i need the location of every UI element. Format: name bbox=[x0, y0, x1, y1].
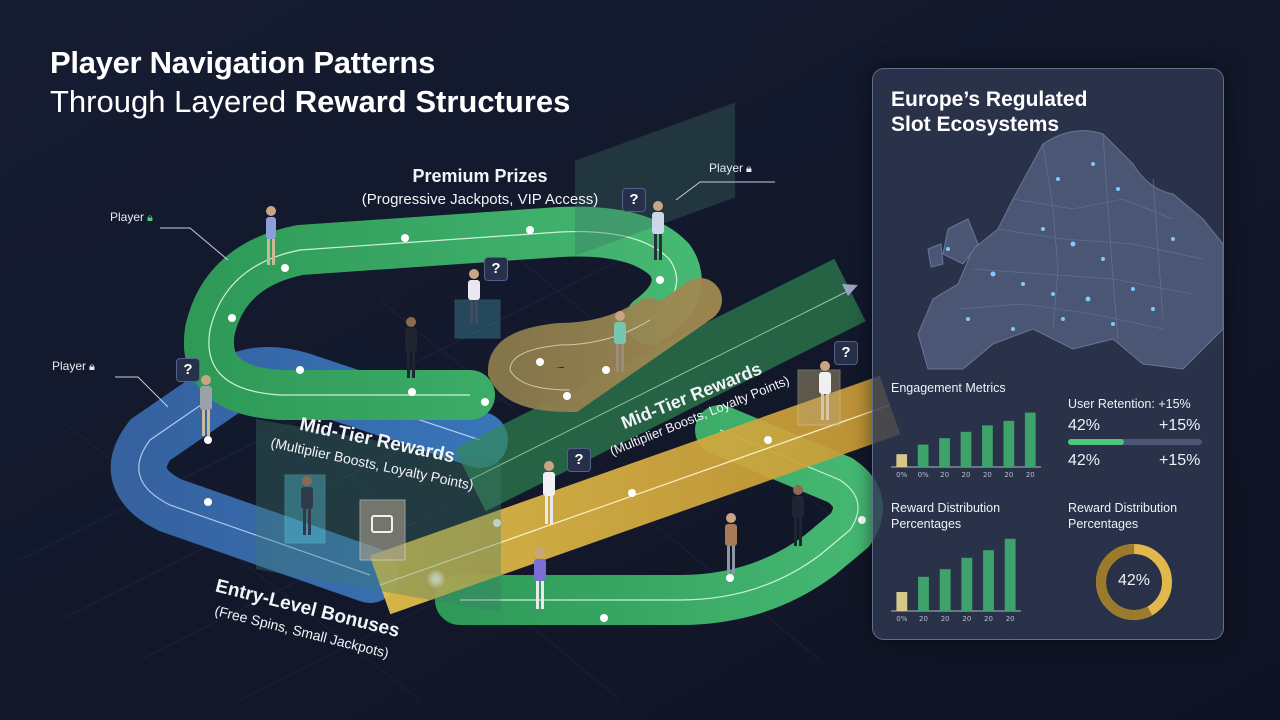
player-figure bbox=[266, 206, 276, 265]
player-figures bbox=[200, 201, 831, 609]
map-borders bbox=[957, 133, 1204, 340]
player-figure bbox=[652, 201, 664, 260]
panel-title-line-2: Slot Ecosystems bbox=[891, 113, 1060, 136]
page-title: Player Navigation Patterns Through Layer… bbox=[50, 44, 570, 122]
panel-title: Europe’s Regulated Slot Ecosystems bbox=[891, 87, 1087, 137]
mystery-marker: ? bbox=[834, 341, 858, 365]
reward-distribution-donut-title-line-2: Percentages bbox=[1068, 517, 1139, 531]
reward-distribution-donut-title-line-1: Reward Distribution bbox=[1068, 501, 1178, 515]
title-line-2: Through Layered Reward Structures bbox=[50, 82, 570, 122]
title-line-1: Player Navigation Patterns bbox=[50, 45, 436, 80]
player-tag-label: Player bbox=[110, 210, 145, 224]
player-tag: Player🔒︎ bbox=[52, 359, 95, 374]
engagement-metrics-title: Engagement Metrics bbox=[891, 381, 1006, 395]
retention-row2-right: +15% bbox=[1159, 452, 1201, 469]
reward-distribution-title-line-1: Reward Distribution bbox=[891, 501, 1001, 515]
reward-distribution-chart: 0% 20 20 20 20 20 bbox=[891, 538, 1021, 623]
chart-bar bbox=[1024, 412, 1036, 467]
chart-bar bbox=[1004, 538, 1016, 611]
retention-progress-track bbox=[1068, 439, 1202, 445]
europe-map bbox=[917, 130, 1223, 370]
retention-row1-right: +15% bbox=[1159, 417, 1201, 434]
donut-remainder-arc bbox=[1096, 544, 1172, 620]
regulated-ecosystems-panel: Europe’s Regulated Slot Ecosystems Engag… bbox=[872, 68, 1224, 640]
reward-distribution-donut bbox=[1096, 544, 1172, 620]
reward-distribution-title-line-2: Percentages bbox=[891, 517, 962, 531]
chart-bar bbox=[939, 438, 950, 467]
player-figure bbox=[301, 476, 313, 535]
reward-distribution-title: Reward Distribution Percentages bbox=[891, 500, 1000, 532]
chart-bar bbox=[960, 431, 972, 467]
map-landmass bbox=[942, 218, 979, 265]
panel-title-line-1: Europe’s Regulated bbox=[891, 88, 1088, 111]
chart-tick-label: 20 bbox=[1004, 471, 1013, 479]
player-tag: Player🔒︎ bbox=[110, 210, 153, 225]
map-hotspots bbox=[946, 162, 1175, 331]
player-tag-label: Player bbox=[709, 161, 744, 175]
chart-tick-label: 20 bbox=[1006, 615, 1015, 623]
player-figure bbox=[543, 461, 555, 524]
chart-bar bbox=[896, 454, 908, 467]
player-tag-label: Player bbox=[52, 359, 87, 373]
chart-bar bbox=[1003, 420, 1015, 467]
chart-tick-label: 0% bbox=[896, 471, 907, 479]
retention-row2-left: 42% bbox=[1068, 452, 1101, 469]
chart-bar bbox=[939, 569, 951, 611]
retention-row1-left: 42% bbox=[1068, 417, 1101, 434]
user-retention-label: User Retention: +15% bbox=[1068, 397, 1191, 411]
track-lights bbox=[204, 226, 866, 622]
chart-tick-label: 20 bbox=[983, 471, 992, 479]
player-figure bbox=[792, 485, 804, 546]
player-tag: Player🔒︎ bbox=[709, 161, 752, 176]
mystery-marker: ? bbox=[176, 358, 200, 382]
mystery-marker: ? bbox=[567, 448, 591, 472]
chart-tick-label: 20 bbox=[919, 615, 928, 623]
player-figure bbox=[819, 361, 831, 420]
chart-tick-label: 0% bbox=[896, 615, 907, 623]
chart-tick-label: 20 bbox=[962, 615, 971, 623]
player-figure bbox=[534, 548, 546, 609]
title-line-2-plain: Through Layered bbox=[50, 84, 295, 119]
chart-bar bbox=[918, 576, 929, 611]
player-figure bbox=[725, 513, 737, 574]
player-figure bbox=[614, 311, 626, 372]
lock-icon: 🔒︎ bbox=[89, 361, 95, 373]
retention-progress-fill bbox=[1068, 439, 1125, 445]
lower-green-track bbox=[435, 405, 883, 625]
lock-icon: 🔒︎ bbox=[746, 163, 752, 175]
chart-bar bbox=[983, 550, 994, 611]
donut-center-label: 42% bbox=[1117, 572, 1151, 589]
player-figure bbox=[200, 375, 212, 436]
mystery-marker: ? bbox=[484, 257, 508, 281]
premium-tier-name: Premium Prizes bbox=[412, 166, 548, 186]
player-figure bbox=[405, 317, 417, 378]
chart-bar bbox=[982, 425, 993, 467]
chart-tick-label: 20 bbox=[940, 471, 949, 479]
title-line-2-bold: Reward Structures bbox=[294, 84, 571, 119]
premium-upper-track bbox=[183, 206, 722, 420]
premium-tier-detail: (Progressive Jackpots, VIP Access) bbox=[361, 191, 599, 208]
lock-icon: 🔒︎ bbox=[147, 212, 153, 224]
player-figure bbox=[468, 269, 480, 324]
callout-lines bbox=[115, 181, 775, 408]
holo-screens bbox=[256, 102, 841, 613]
mid-tier-track bbox=[454, 258, 866, 512]
premium-tier-label: Premium Prizes (Progressive Jackpots, VI… bbox=[345, 166, 615, 208]
chart-tick-label: 20 bbox=[1026, 471, 1035, 479]
engagement-metrics-chart: 0% 0% 20 20 20 20 20 bbox=[891, 412, 1041, 479]
chart-tick-label: 20 bbox=[984, 615, 993, 623]
chart-tick-label: 20 bbox=[941, 615, 950, 623]
map-landmass bbox=[917, 130, 1223, 370]
reward-distribution-donut-title: Reward Distribution Percentages bbox=[1068, 500, 1177, 532]
chart-bar bbox=[961, 557, 973, 611]
chart-bar bbox=[917, 444, 929, 467]
chart-bar bbox=[896, 592, 908, 611]
chart-tick-label: 20 bbox=[962, 471, 971, 479]
chart-tick-label: 0% bbox=[918, 471, 929, 479]
map-landmass bbox=[927, 243, 944, 268]
mystery-marker: ? bbox=[622, 188, 646, 212]
